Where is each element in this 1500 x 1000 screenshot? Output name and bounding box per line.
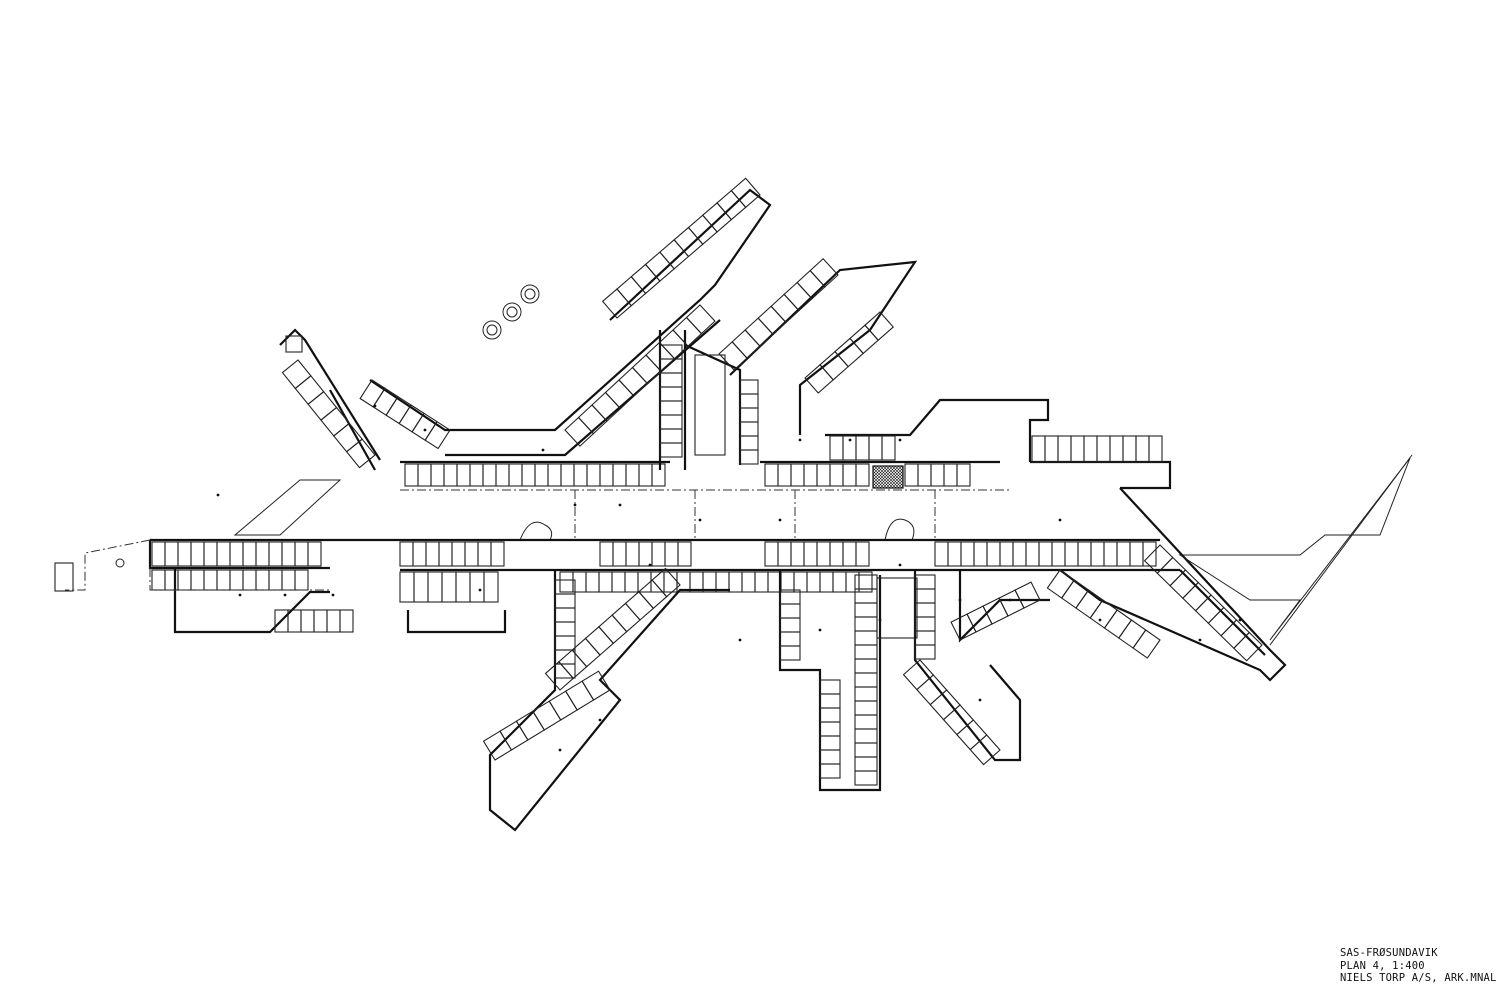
north-wing-2 xyxy=(658,260,918,470)
sheet-scale: PLAN 4, 1:400 xyxy=(1340,959,1425,972)
main-spine xyxy=(148,435,1180,603)
north-wing-1 xyxy=(369,188,772,457)
round-columns xyxy=(482,284,540,340)
architect-credit: NIELS TORP A/S, ARK.MNAL xyxy=(1340,972,1497,984)
project-name: SAS-FRØSUNDAVIK xyxy=(1340,947,1438,959)
room-row-north-west xyxy=(404,463,666,487)
west-wing xyxy=(54,479,507,634)
column-dots xyxy=(216,404,1242,752)
room-row-north-east xyxy=(764,435,1163,487)
diagonal-room-rows xyxy=(274,177,1263,786)
hatched-stair-core xyxy=(872,465,904,489)
central-atrium-outline xyxy=(400,489,1010,541)
room-row-south-east xyxy=(559,541,1157,593)
title-block: SAS-FRØSUNDAVIK PLAN 4, 1:400 NIELS TORP… xyxy=(1340,947,1498,985)
north-west-wing xyxy=(279,328,381,471)
north-east-wing xyxy=(825,398,1050,462)
south-wing-1 xyxy=(488,570,730,832)
east-wing xyxy=(1059,454,1413,682)
